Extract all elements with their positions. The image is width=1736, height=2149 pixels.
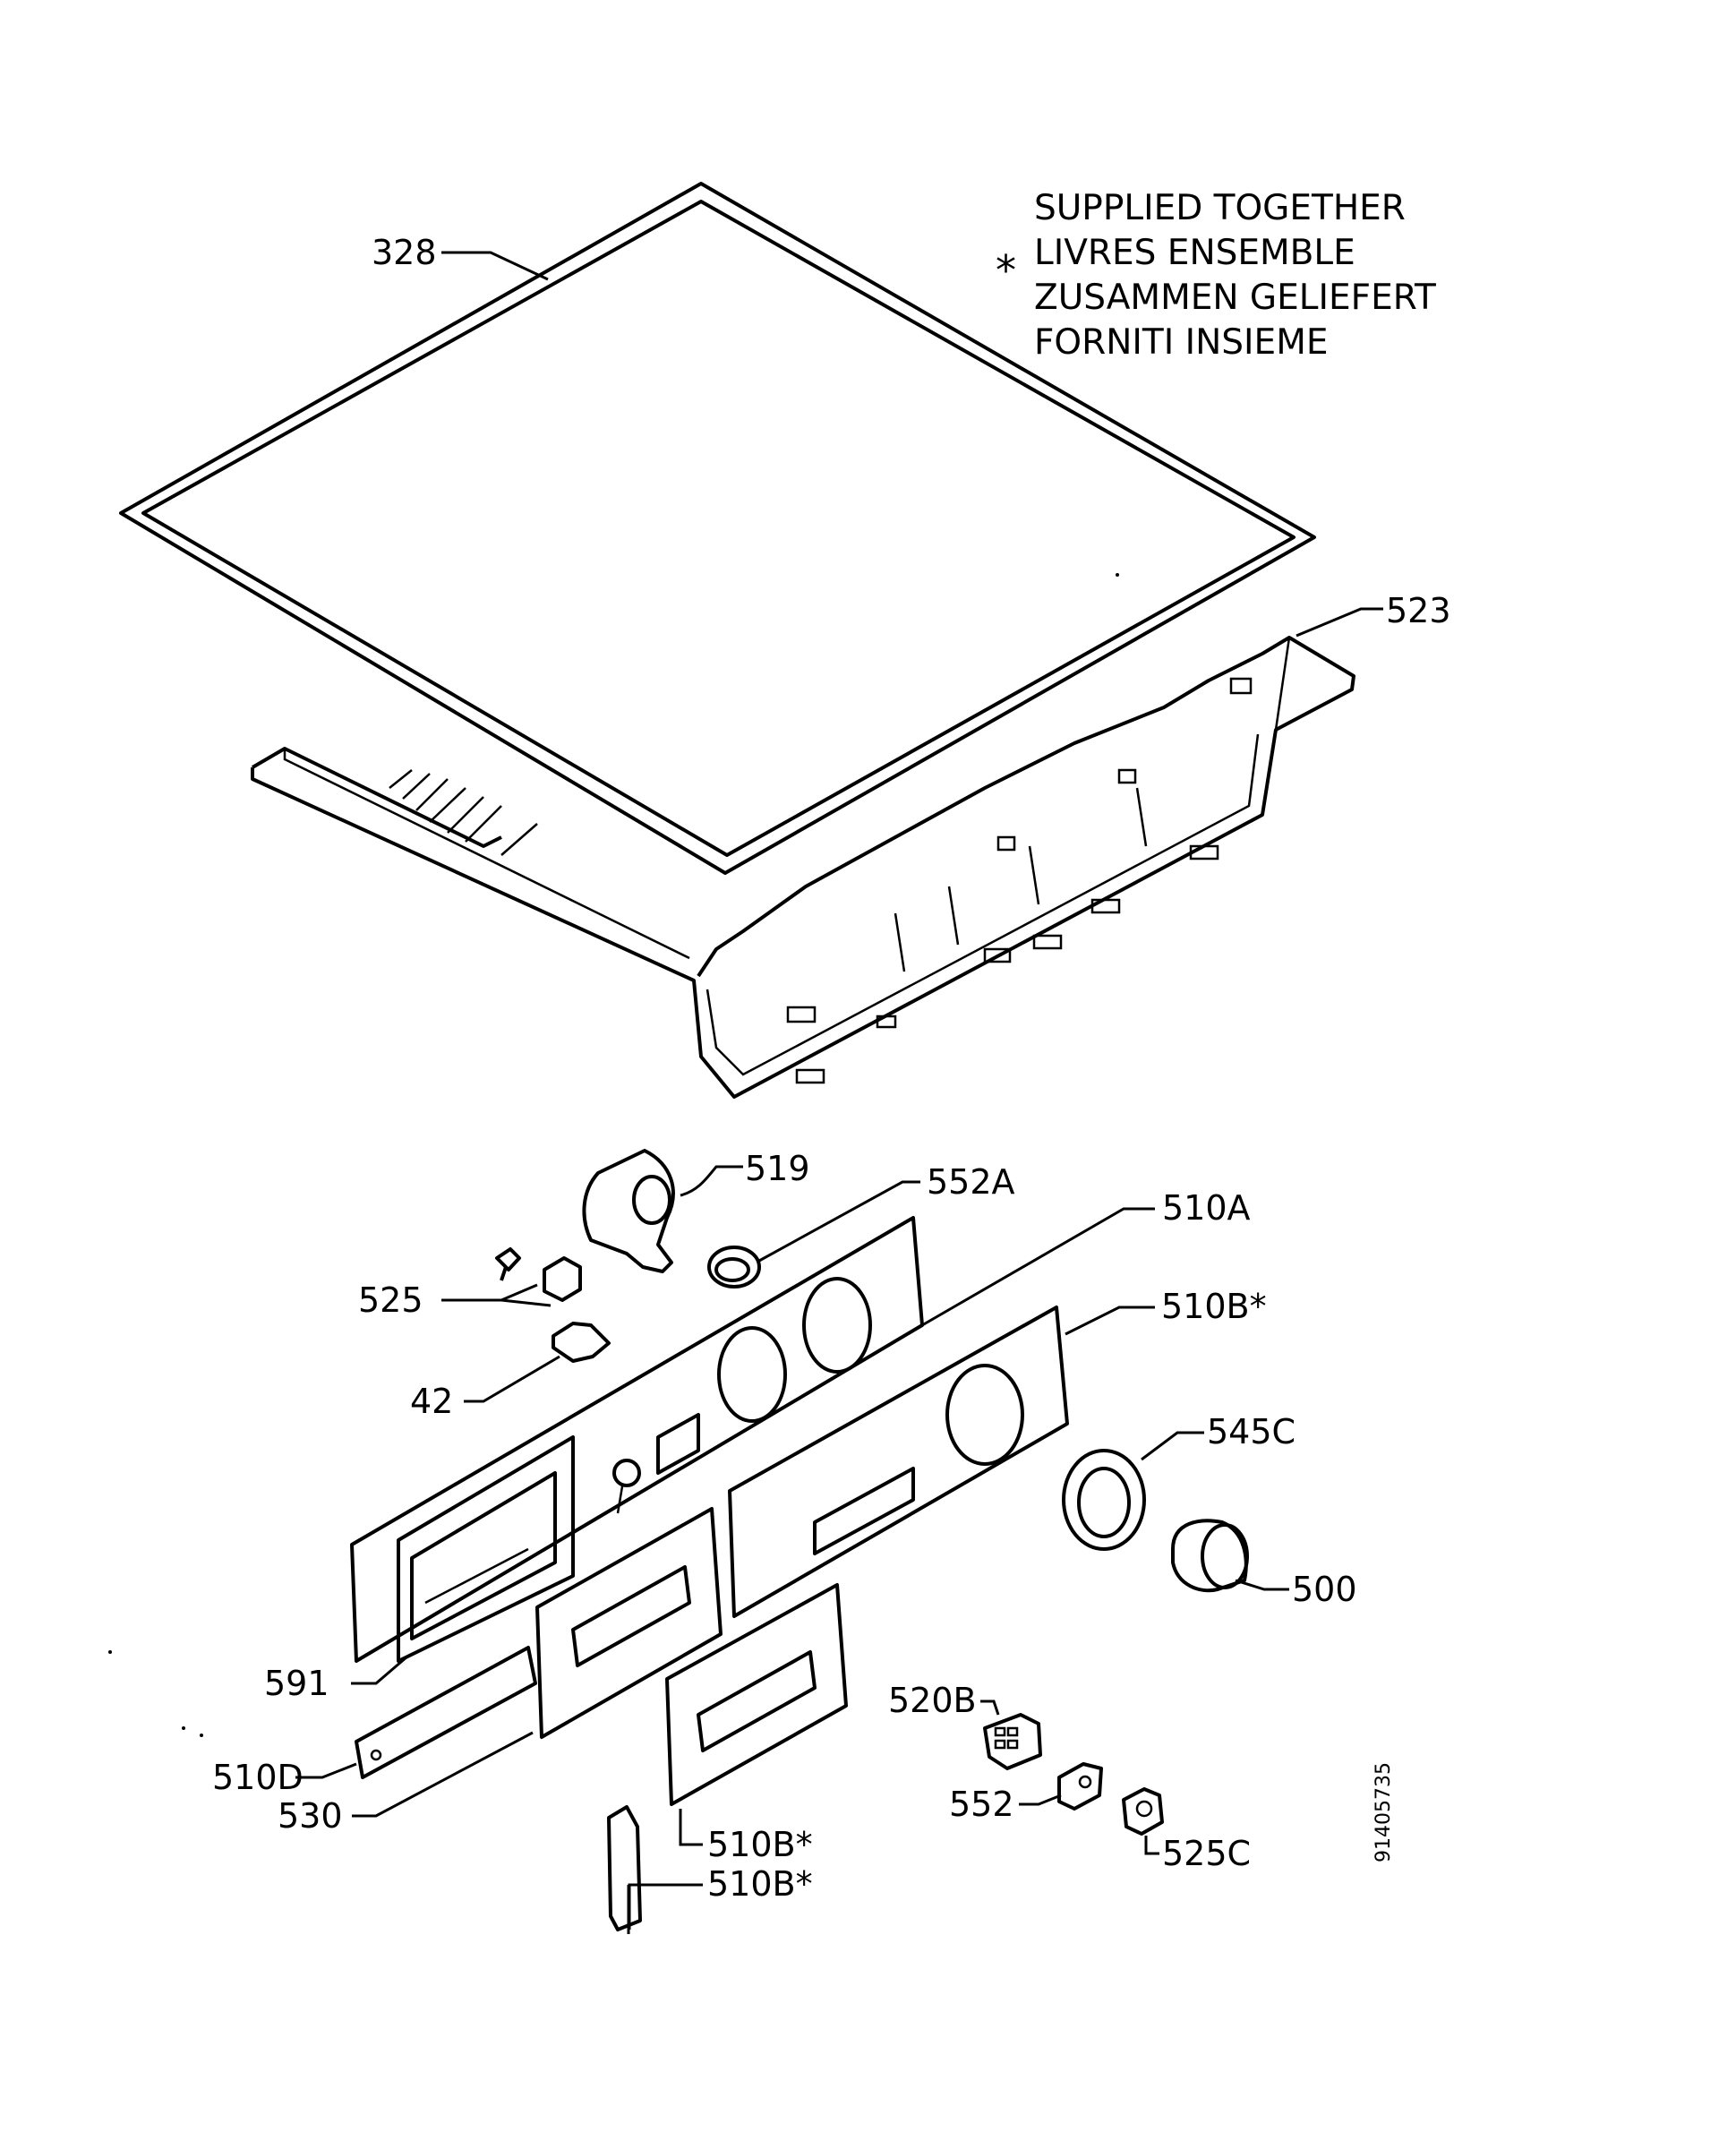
part-520b xyxy=(983,1713,1042,1770)
label-552a: 552A xyxy=(927,1162,1015,1202)
note-line-1: SUPPLIED TOGETHER xyxy=(1034,188,1406,228)
part-510b-lower-panel xyxy=(665,1583,848,1806)
part-500-knob xyxy=(1171,1519,1249,1593)
label-328: 328 xyxy=(372,233,437,272)
label-42: 42 xyxy=(410,1382,453,1421)
part-510b-side-strip xyxy=(607,1805,642,1931)
part-519 xyxy=(582,1149,675,1273)
part-525 xyxy=(495,1247,582,1302)
part-42 xyxy=(552,1322,611,1363)
label-510d: 510D xyxy=(212,1758,304,1797)
label-510b-bot: 510B* xyxy=(707,1864,813,1904)
label-545c: 545C xyxy=(1207,1412,1296,1451)
note-line-2: LIVRES ENSEMBLE xyxy=(1034,233,1355,273)
part-552 xyxy=(1057,1762,1103,1811)
part-552a-ring xyxy=(707,1246,761,1289)
label-523: 523 xyxy=(1386,591,1451,630)
part-510b-right-panel xyxy=(728,1306,1069,1618)
part-328-lid xyxy=(119,182,1316,875)
label-525c: 525C xyxy=(1162,1834,1251,1873)
note-line-4: FORNITI INSIEME xyxy=(1034,322,1329,363)
label-525: 525 xyxy=(358,1280,423,1320)
part-545c-ring xyxy=(1062,1449,1146,1551)
label-510b-mid: 510B* xyxy=(707,1825,813,1864)
part-510b-small-panel xyxy=(535,1507,723,1739)
drawing-code: 91405735 xyxy=(1373,1762,1395,1862)
label-510a: 510A xyxy=(1162,1188,1251,1228)
part-510d-strip xyxy=(355,1646,537,1779)
label-552: 552 xyxy=(949,1785,1014,1824)
part-523-frame xyxy=(251,636,1355,1099)
label-519: 519 xyxy=(745,1149,810,1188)
label-500: 500 xyxy=(1292,1570,1357,1609)
label-520b: 520B xyxy=(888,1681,977,1720)
note-asterisk: * xyxy=(996,246,1016,295)
part-510a-panel xyxy=(350,1216,924,1663)
note-line-3: ZUSAMMEN GELIEFERT xyxy=(1034,278,1436,318)
label-530: 530 xyxy=(278,1796,343,1836)
label-591: 591 xyxy=(264,1664,329,1703)
part-525c xyxy=(1122,1787,1164,1836)
label-510b-top: 510B* xyxy=(1161,1287,1267,1326)
